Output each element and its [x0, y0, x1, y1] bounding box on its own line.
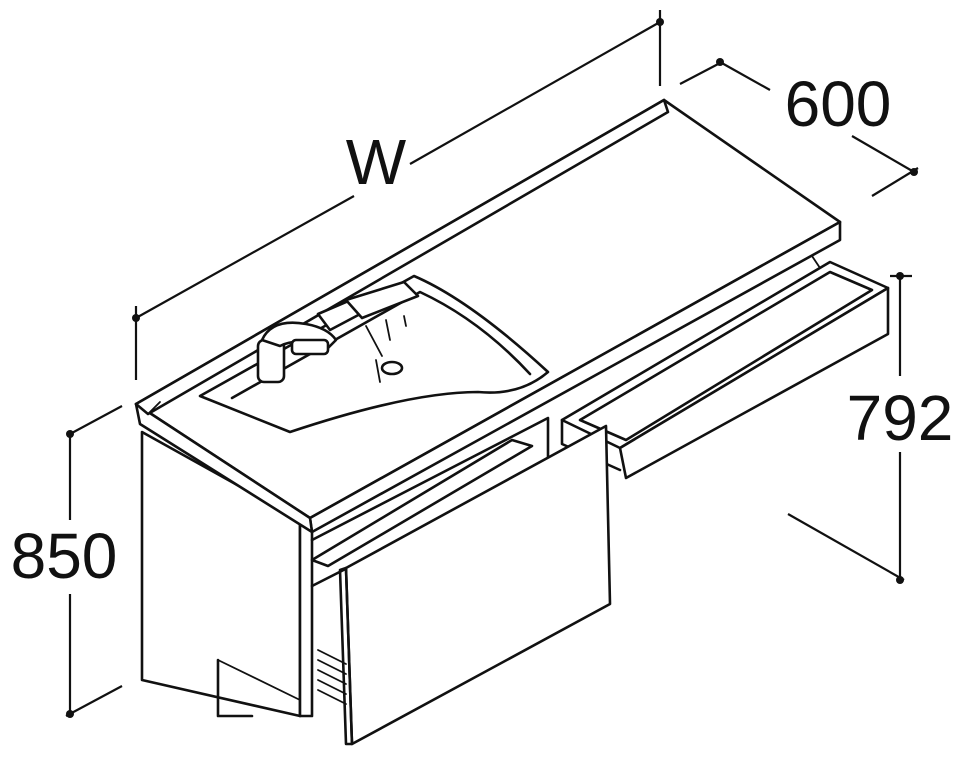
drawer-height-dimension: 792 [787, 272, 954, 584]
drawer-slide-rails [317, 649, 347, 705]
depth-label: 600 [785, 68, 892, 140]
drawer-height-label: 792 [847, 382, 954, 454]
lower-left-drawer [310, 424, 612, 746]
width-dimension: W [132, 10, 664, 380]
countertop [134, 98, 842, 534]
faucet [256, 280, 420, 384]
total-height-dimension: 850 [11, 405, 123, 718]
upper-right-drawer [560, 255, 890, 480]
total-height-label: 850 [11, 520, 118, 592]
depth-dimension: 600 [679, 58, 919, 197]
sink-basin [198, 274, 550, 434]
width-label: W [346, 126, 407, 198]
